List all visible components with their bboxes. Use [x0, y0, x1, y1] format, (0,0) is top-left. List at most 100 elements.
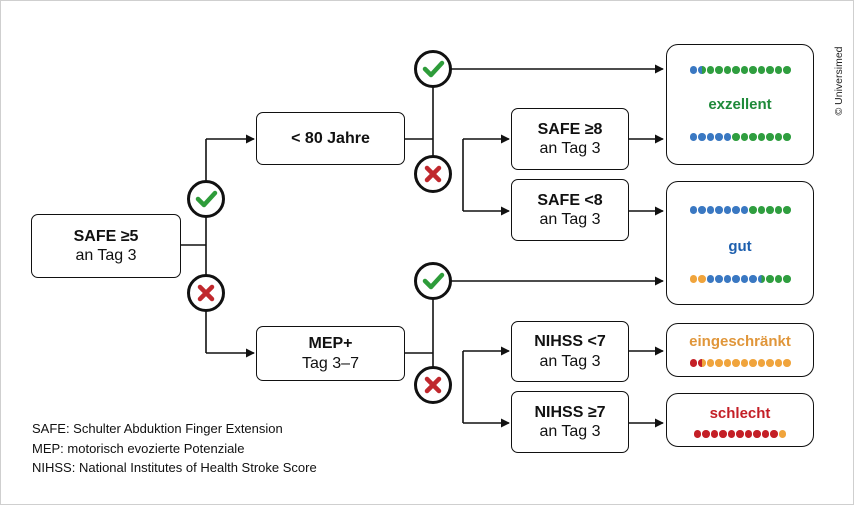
patient-dot	[766, 275, 774, 283]
patient-dot	[706, 66, 714, 74]
patient-dot	[749, 133, 757, 141]
patient-dot	[740, 275, 748, 283]
node-nihss-low: NIHSS <7 an Tag 3	[511, 321, 629, 382]
node-age: < 80 Jahre	[256, 112, 405, 165]
node-subtitle: an Tag 3	[539, 140, 601, 157]
patient-dot	[740, 66, 748, 74]
node-mep: MEP+ Tag 3–7	[256, 326, 405, 381]
patient-dot	[766, 359, 774, 367]
patient-dot	[689, 66, 697, 74]
patient-dot	[732, 206, 740, 214]
patient-dot	[715, 206, 723, 214]
patient-dot	[727, 430, 736, 438]
node-subtitle: an Tag 3	[539, 423, 601, 440]
patient-dot	[740, 359, 748, 367]
patient-dot	[689, 359, 697, 367]
patient-dot	[774, 66, 782, 74]
patient-dot	[783, 359, 791, 367]
patient-dot	[706, 206, 714, 214]
patient-dot	[723, 359, 731, 367]
legend-item-safe: SAFE: Schulter Abduktion Finger Extensio…	[32, 421, 283, 436]
check-icon	[414, 262, 452, 300]
patient-dot	[783, 133, 791, 141]
legend: SAFE: Schulter Abduktion Finger Extensio…	[32, 419, 317, 478]
node-title: < 80 Jahre	[291, 129, 370, 147]
node-safe-8-low: SAFE <8 an Tag 3	[511, 179, 629, 241]
patient-dot	[698, 206, 706, 214]
patient-dot	[783, 275, 791, 283]
legend-item-nihss: NIHSS: National Institutes of Health Str…	[32, 460, 317, 475]
node-subtitle: Tag 3–7	[302, 354, 359, 372]
patient-dot	[761, 430, 770, 438]
outcome-poor: schlecht	[666, 393, 814, 447]
legend-item-mep: MEP: motorisch evozierte Potenziale	[32, 440, 245, 456]
node-safe-8-high: SAFE ≥8 an Tag 3	[511, 108, 629, 170]
outcome-limited: eingeschränkt	[666, 323, 814, 377]
check-icon	[187, 180, 225, 218]
patient-dot	[706, 275, 714, 283]
node-title: NIHSS ≥7	[534, 403, 606, 421]
patient-dot	[715, 66, 723, 74]
patient-dot	[774, 133, 782, 141]
patient-dot	[723, 133, 731, 141]
patient-dot	[774, 359, 782, 367]
outcome-excellent: exzellent	[666, 44, 814, 165]
node-title: MEP+	[308, 335, 353, 353]
cross-icon	[414, 155, 452, 193]
patient-dot	[715, 275, 723, 283]
patient-dot	[783, 66, 791, 74]
patient-dot	[723, 66, 731, 74]
patient-dot	[715, 133, 723, 141]
patient-dot	[710, 430, 719, 438]
patient-dot	[766, 66, 774, 74]
patient-dot	[723, 206, 731, 214]
patient-dot	[778, 430, 787, 438]
patient-dot	[715, 359, 723, 367]
patient-dot	[698, 359, 706, 367]
patient-dot	[774, 275, 782, 283]
check-icon	[414, 50, 452, 88]
patient-dot	[740, 206, 748, 214]
patient-dot	[757, 66, 765, 74]
node-subtitle: an Tag 3	[75, 247, 137, 264]
outcome-label-excellent: exzellent	[708, 96, 772, 113]
patient-dot	[698, 133, 706, 141]
patient-dots	[667, 359, 813, 369]
patient-dot	[719, 430, 727, 438]
node-subtitle: an Tag 3	[539, 211, 601, 228]
patient-dot	[689, 206, 697, 214]
patient-dot	[753, 430, 761, 438]
patient-dot	[766, 133, 774, 141]
patient-dot	[698, 275, 706, 283]
node-nihss-high: NIHSS ≥7 an Tag 3	[511, 391, 629, 453]
patient-dots-top	[667, 66, 813, 76]
patient-dots	[667, 430, 813, 440]
node-subtitle: an Tag 3	[539, 352, 601, 370]
outcome-label-poor: schlecht	[709, 405, 771, 422]
patient-dot	[706, 359, 714, 367]
patient-dot	[689, 133, 697, 141]
outcome-good: gut	[666, 181, 814, 305]
patient-dot	[757, 206, 765, 214]
node-title: NIHSS <7	[534, 333, 606, 351]
outcome-label-good: gut	[728, 238, 752, 255]
cross-icon	[414, 366, 452, 404]
node-title: SAFE <8	[537, 191, 603, 209]
patient-dot	[774, 206, 782, 214]
patient-dot	[749, 359, 757, 367]
patient-dot	[736, 430, 744, 438]
patient-dot	[732, 66, 740, 74]
patient-dot	[706, 133, 714, 141]
outcome-label-limited: eingeschränkt	[689, 333, 791, 350]
patient-dot	[766, 206, 774, 214]
patient-dots-bottom	[667, 275, 813, 285]
patient-dot	[749, 66, 757, 74]
patient-dot	[770, 430, 778, 438]
patient-dot	[757, 133, 765, 141]
patient-dot	[732, 133, 740, 141]
patient-dot	[702, 430, 710, 438]
node-safe-5: SAFE ≥5 an Tag 3	[31, 214, 181, 278]
node-title: SAFE ≥5	[73, 227, 139, 245]
patient-dot	[757, 275, 765, 283]
